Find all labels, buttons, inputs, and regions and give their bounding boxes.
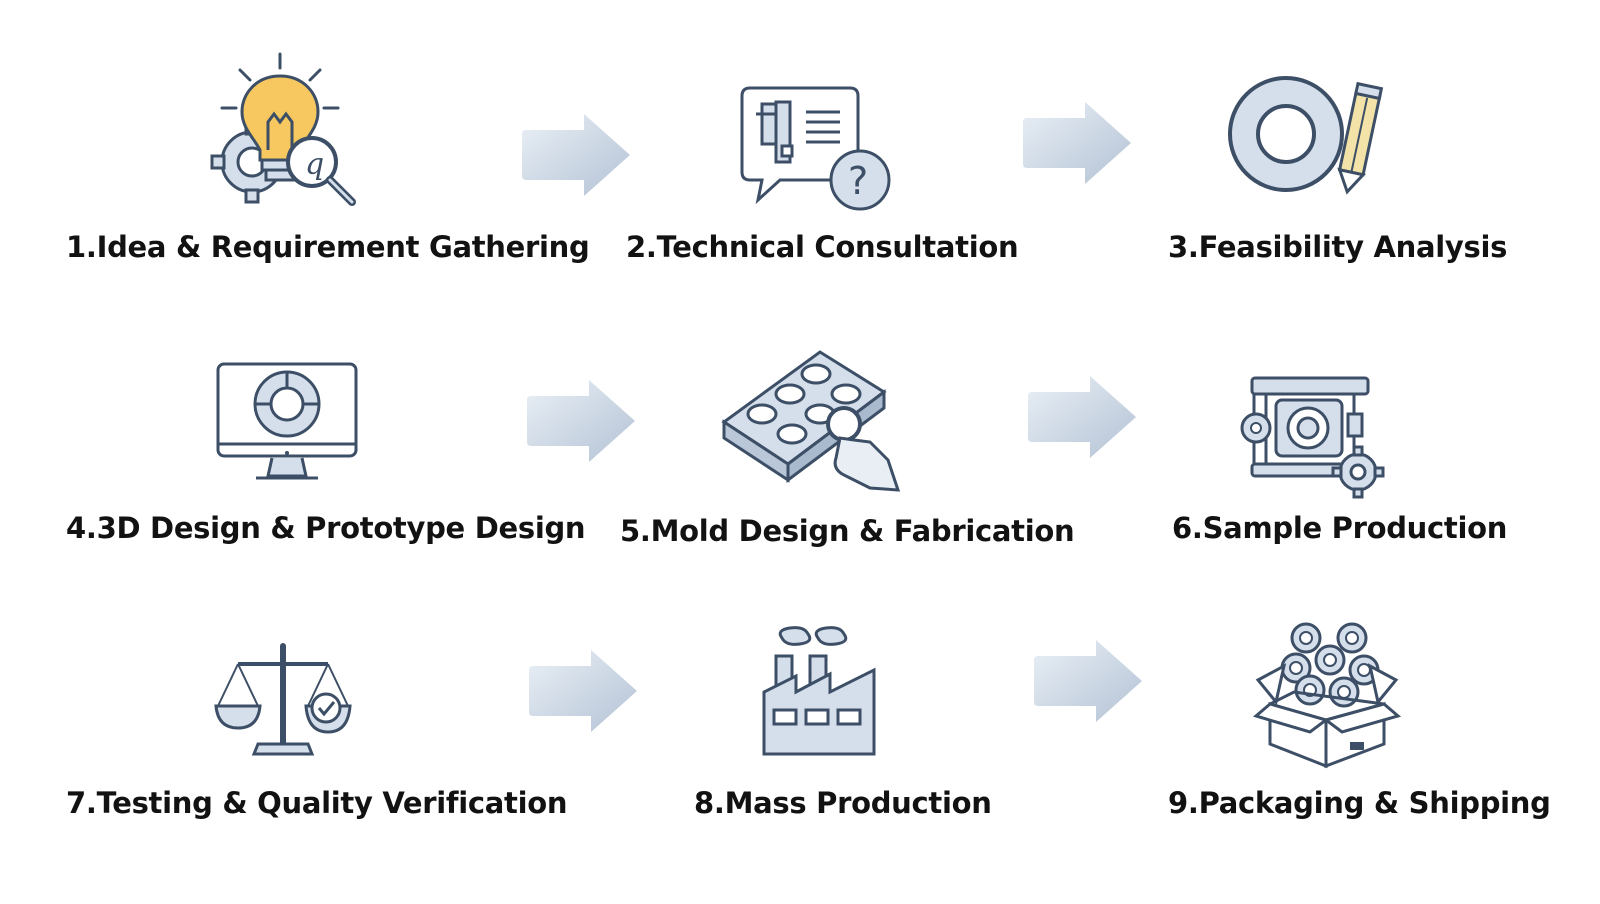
flow-arrow-icon [1034, 636, 1146, 726]
flow-arrow-icon [527, 376, 639, 466]
step-label: 7.Testing & Quality Verification [66, 786, 568, 820]
step-label: 2.Technical Consultation [626, 230, 1019, 264]
flow-arrow-icon [1028, 372, 1140, 462]
step-label: 5.Mold Design & Fabrication [620, 514, 1075, 548]
step-label: 8.Mass Production [694, 786, 992, 820]
flow-arrow-icon [529, 646, 641, 736]
mold-plate-hand-icon [720, 348, 910, 498]
step-label: 6.Sample Production [1172, 511, 1508, 545]
balance-scale-check-icon [214, 642, 352, 762]
flow-arrow-icon [1023, 98, 1135, 188]
ring-pencil-icon [1226, 72, 1391, 197]
machine-gears-icon [1240, 374, 1390, 499]
step-label: 3.Feasibility Analysis [1168, 230, 1508, 264]
svg-text:q: q [305, 147, 324, 182]
lightbulb-gear-magnifier-icon: q [210, 50, 370, 215]
svg-text:?: ? [848, 159, 868, 203]
step-label: 9.Packaging & Shipping [1168, 786, 1551, 820]
chat-question-icon: ? [740, 84, 895, 214]
factory-icon [760, 626, 880, 756]
step-label: 1.Idea & Requirement Gathering [66, 230, 590, 264]
flow-arrow-icon [522, 110, 634, 200]
monitor-ring-icon [216, 362, 358, 484]
box-rings-icon [1252, 620, 1402, 769]
step-label: 4.3D Design & Prototype Design [66, 511, 586, 545]
